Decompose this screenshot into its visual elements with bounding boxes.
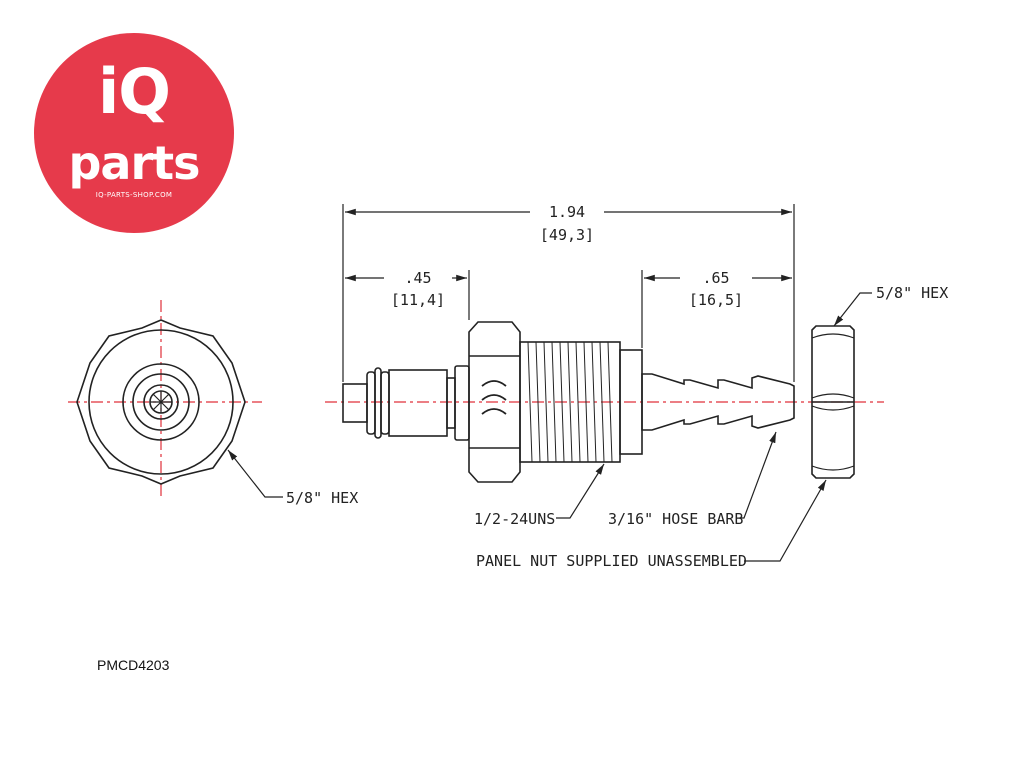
- latch-ring-1: [366, 371, 376, 435]
- front-body-circle: [88, 329, 234, 475]
- thread-label: 1/2-24UNS: [474, 510, 555, 528]
- front-hex-leader: [227, 449, 283, 498]
- nut-hex-label: 5/8" HEX: [876, 284, 948, 302]
- latch-ring-2: [374, 367, 382, 439]
- panel-nut-chamfer-top: [811, 333, 855, 339]
- front-valve-ribs: [150, 391, 172, 413]
- panel-nut-chamfer-mid-b: [811, 405, 855, 411]
- panel-nut-label: PANEL NUT SUPPLIED UNASSEMBLED: [476, 552, 747, 570]
- latch-ring-3: [380, 371, 390, 435]
- logo-url-text: IQ-PARTS-SHOP.COM: [95, 191, 173, 199]
- hose-barb-label: 3/16" HOSE BARB: [608, 510, 743, 528]
- front-hex-label: 5/8" HEX: [286, 489, 358, 507]
- hex-flange: [468, 321, 521, 483]
- dim-latch-inch: .45: [404, 269, 431, 287]
- part-number: PMCD4203: [97, 657, 170, 673]
- thread-leader: [556, 463, 605, 519]
- barb-leader: [740, 431, 777, 519]
- collar: [454, 365, 470, 441]
- hose-barb: [641, 373, 795, 431]
- front-bore-outer: [132, 373, 190, 431]
- panel-nut: [811, 325, 855, 479]
- panel-nut-chamfer-mid-a: [811, 393, 855, 399]
- dim-barb-mm: [16,5]: [689, 291, 743, 309]
- side-view: [325, 321, 884, 483]
- nose-tip: [342, 383, 368, 423]
- dimension-lines: [342, 204, 872, 562]
- hex-logo-mark: [481, 380, 507, 415]
- latch-groove: [446, 377, 456, 429]
- panel-nut-chamfer-bottom: [811, 465, 855, 471]
- panel-nut-leader: [744, 479, 827, 562]
- dim-overall-inch: 1.94: [549, 203, 585, 221]
- dim-latch-mm: [11,4]: [391, 291, 445, 309]
- dim-barb-inch: .65: [702, 269, 729, 287]
- logo-iq-text: iQ: [98, 55, 171, 128]
- latch-body: [388, 369, 448, 437]
- front-collar-circle: [122, 363, 200, 441]
- front-view: [68, 300, 283, 500]
- front-hex-outline: [76, 319, 246, 485]
- iq-parts-logo: iQ parts IQ-PARTS-SHOP.COM: [34, 33, 234, 233]
- logo-parts-text: parts: [68, 136, 200, 190]
- front-bore-inner: [143, 384, 179, 420]
- dim-overall-mm: [49,3]: [540, 226, 594, 244]
- thread-lines: [527, 341, 613, 463]
- nut-hex-leader: [833, 292, 872, 327]
